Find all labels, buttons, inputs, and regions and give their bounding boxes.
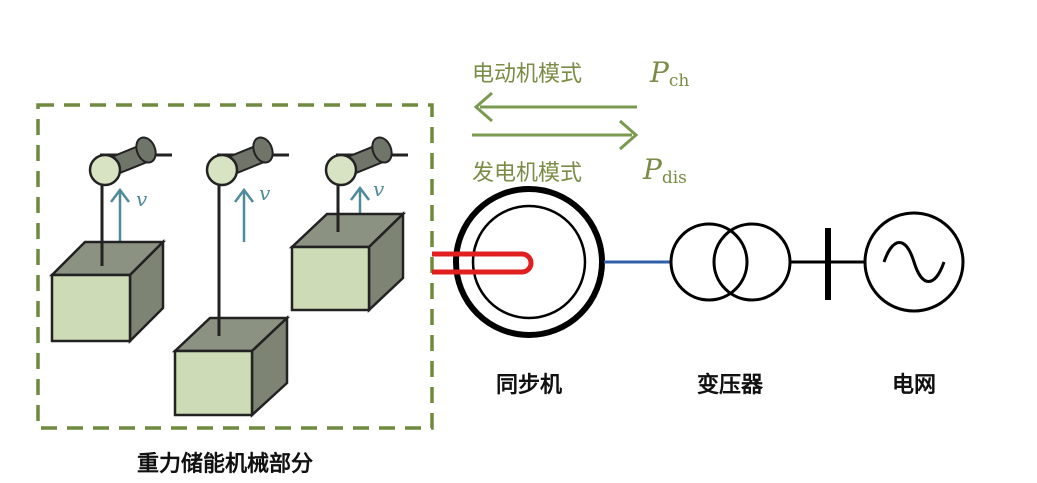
weight-box-front-3: [290, 245, 371, 312]
storage-unit-1: [48, 136, 172, 345]
pulley-end-1: [88, 153, 122, 187]
gravity-section-label: 重力储能机械部分: [137, 451, 313, 477]
synchronous-machine-label: 同步机: [496, 372, 562, 398]
weight-box-front-1: [50, 273, 132, 343]
transformer-label: 变压器: [697, 372, 764, 398]
mechanical-section-frame: [36, 103, 434, 430]
transformer-symbol: [669, 222, 792, 302]
pulley-end-3: [324, 153, 358, 187]
storage-unit-3: [288, 136, 408, 313]
grid-label: 电网: [892, 373, 936, 398]
motor-power-label: Pch: [649, 56, 689, 91]
velocity-label-3: v: [373, 177, 385, 201]
sine-wave-icon: [882, 241, 946, 283]
storage-unit-2: [171, 136, 291, 418]
generator-mode-arrow: [472, 119, 639, 151]
motor-mode-arrow: [473, 91, 637, 123]
generator-mode-label: 发电机模式: [472, 161, 582, 186]
motor-mode-label: 电动机模式: [472, 62, 582, 87]
velocity-label-1: v: [136, 187, 148, 211]
generator-power-subscript: dis: [662, 168, 687, 188]
rotor-shaft: [432, 251, 534, 275]
weight-box-front-2: [173, 349, 254, 417]
velocity-label-2: v: [259, 181, 271, 205]
synchronous-machine-symbol: [432, 186, 605, 338]
pulley-end-2: [205, 153, 239, 187]
motor-power-subscript: ch: [669, 71, 690, 91]
generator-power-label: Pdis: [642, 153, 687, 188]
grid-symbol: [863, 211, 965, 313]
